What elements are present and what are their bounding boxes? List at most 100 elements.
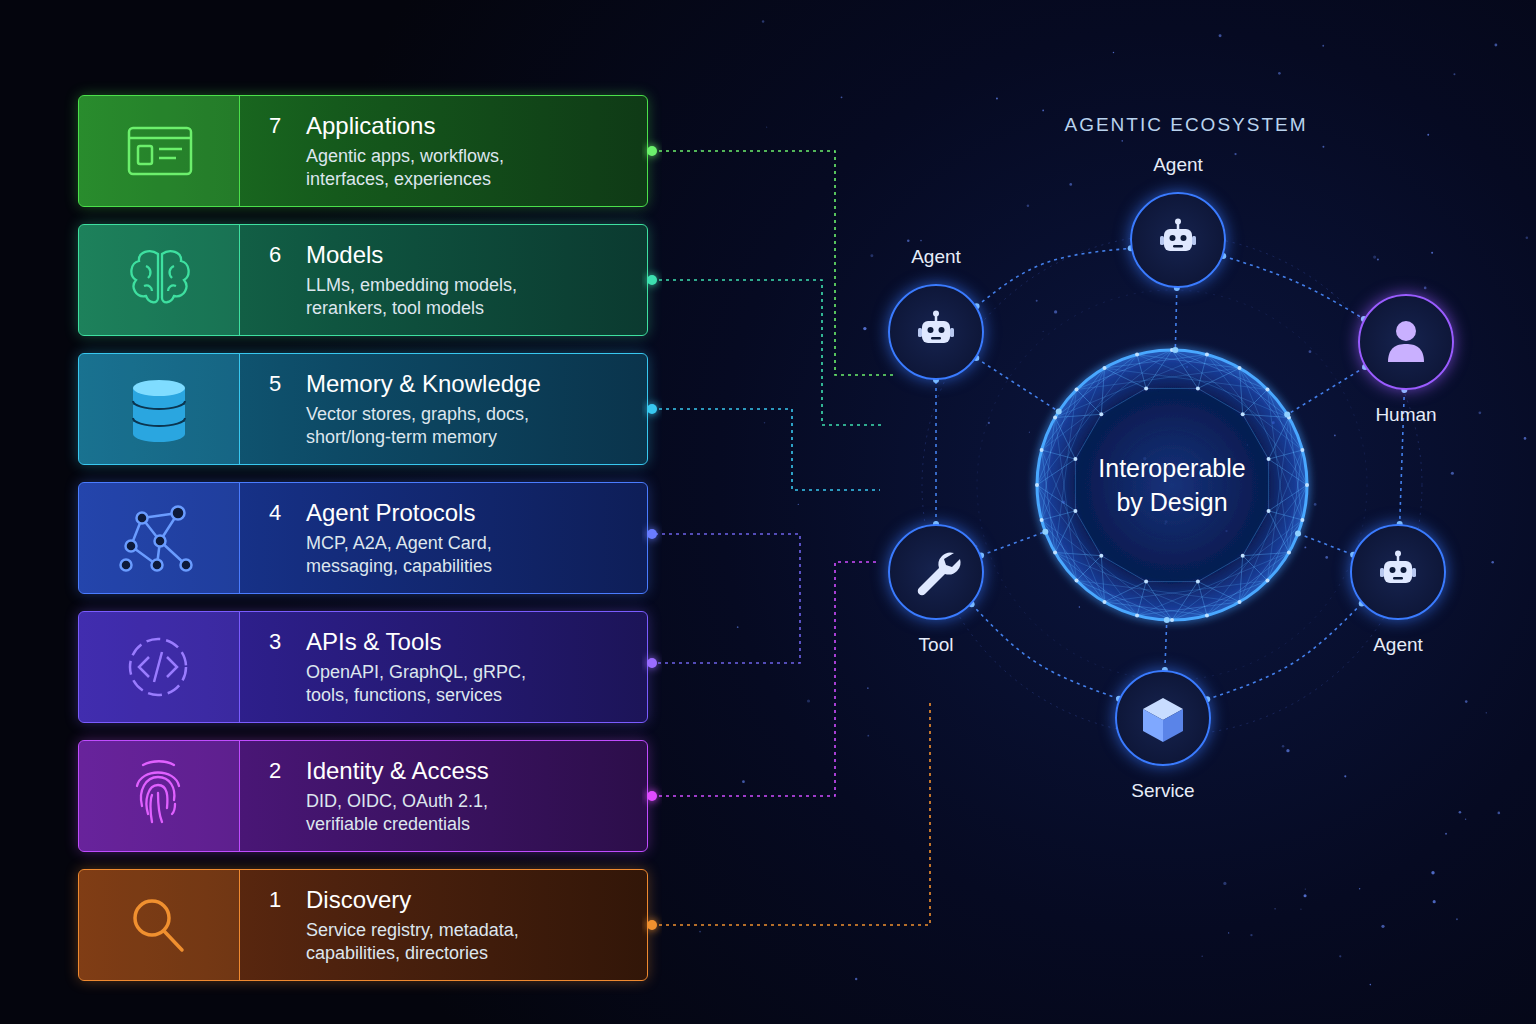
mesh-dot [1075,388,1079,392]
node-label: Tool [919,634,954,656]
hub-label: Interoperable by Design [1087,451,1257,519]
star-dot [1498,812,1501,815]
layer-slab: 4Agent ProtocolsMCP, A2A, Agent Card, me… [78,482,648,594]
star-dot [1223,882,1226,885]
hub-sphere [1037,350,1307,620]
mesh-dot [1196,580,1200,584]
text-column: DiscoveryService registry, metadata, cap… [306,885,561,965]
star-dot [1300,909,1301,910]
star-dot [1526,237,1529,240]
star-dot [1370,984,1372,986]
mesh-line [1146,350,1172,388]
star-dot [764,422,766,424]
layer-leader-lines [652,151,930,925]
icon-panel [79,741,240,851]
icon-panel [79,612,240,722]
mesh-line [1269,511,1303,520]
text-group: 7ApplicationsAgentic apps, workflows, in… [269,111,561,191]
mesh-dot [1170,618,1174,622]
text-column: Agent ProtocolsMCP, A2A, Agent Card, mes… [306,498,561,578]
mesh-line [1240,556,1243,602]
star-dot [855,978,857,980]
mesh-dot [1287,551,1291,555]
star-dot [1201,955,1203,957]
star-dot [1325,556,1328,559]
mesh-line [1055,418,1075,460]
mesh-dot [1238,600,1242,604]
star-dot [762,20,765,23]
mesh-line [1198,368,1240,388]
node-label: Agent [911,246,961,268]
mesh-dot [1040,518,1044,522]
mesh-dot [1144,386,1148,390]
star-dot [1029,432,1030,433]
text-column: APIs & ToolsOpenAPI, GraphQL, gRPC, tool… [306,627,561,707]
star-dot [1431,252,1433,254]
mesh-line [1198,582,1207,616]
leader-line [652,280,882,425]
mesh-line [1037,485,1075,511]
star-dot [1445,833,1447,835]
mesh-line [1055,511,1075,553]
leader-line [652,562,880,796]
star-dot [1456,918,1458,920]
layer-title: Identity & Access [306,756,561,786]
mesh-line [1055,355,1137,418]
mesh-line [1240,368,1303,520]
mesh-line [1198,355,1207,389]
mesh-dot [1238,366,1242,370]
layer-number: 7 [269,111,306,141]
node-label: Agent [1373,634,1423,656]
dotted-connector [981,532,1045,556]
star-dot [1494,44,1497,47]
mesh-dot [1205,613,1209,617]
junction-dot [1284,412,1290,418]
mesh-dot [1144,580,1148,584]
mesh-line [1198,388,1243,414]
leader-line [652,151,893,375]
layer-slab: 5Memory & KnowledgeVector stores, graphs… [78,353,648,465]
mesh-dot [1205,353,1209,357]
mesh-line [1172,350,1198,388]
mesh-line [1137,355,1146,389]
mesh-dot [1099,412,1103,416]
star-dot [1314,503,1317,506]
node-label: Agent [1153,154,1203,176]
mesh-dot [1305,483,1309,487]
layer-title: Memory & Knowledge [306,369,561,399]
icon-panel [79,483,240,593]
mesh-line [1075,511,1101,556]
mesh-line [1042,350,1172,450]
mesh-dot [1053,551,1057,555]
layer-slab: 1DiscoveryService registry, metadata, ca… [78,869,648,981]
section-heading: AGENTIC ECOSYSTEM [1064,114,1307,136]
star-dot [907,240,910,243]
star-dot [1485,712,1487,714]
mesh-line [1268,459,1269,511]
star-dot [1079,606,1081,608]
text-group: 4Agent ProtocolsMCP, A2A, Agent Card, me… [269,498,561,578]
star-dot [1359,888,1360,889]
star-dot [807,699,810,702]
star-dot [920,240,922,242]
mesh-line [1243,414,1289,417]
mesh-dot [1075,578,1079,582]
dotted-connector [935,380,937,524]
mesh-line [1269,418,1289,460]
star-dot [766,126,767,127]
mesh-line [1077,556,1102,581]
star-dot [1121,140,1123,142]
mesh-line [1172,350,1267,390]
star-dot [1305,888,1306,889]
mesh-line [1243,390,1268,415]
star-dot [1054,310,1057,313]
mesh-line [1137,553,1289,616]
text-group: 1DiscoveryService registry, metadata, ca… [269,885,561,965]
mesh-line [1172,520,1302,620]
mesh-dot [1265,388,1269,392]
star-dot [841,96,843,98]
text-group: 3APIs & ToolsOpenAPI, GraphQL, gRPC, too… [269,627,561,707]
layer-title: Agent Protocols [306,498,561,528]
mesh-line [1055,553,1207,616]
mesh-dot [1300,518,1304,522]
